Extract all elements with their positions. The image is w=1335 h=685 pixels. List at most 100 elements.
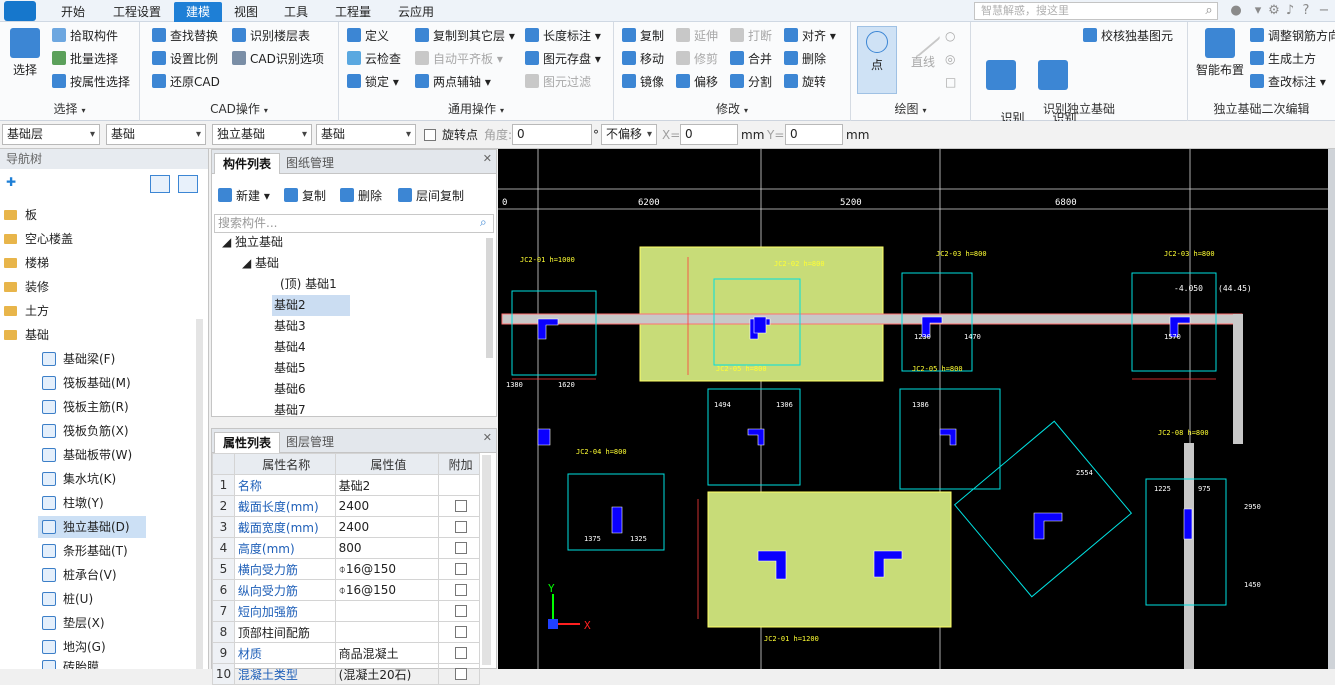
batch-select-button[interactable]: 批量选择 (52, 49, 118, 69)
check-foundation-button[interactable]: 校核独基图元 (1083, 26, 1173, 46)
draw-tool-2-icon[interactable]: ◎ (945, 52, 956, 66)
extra-checkbox[interactable] (454, 500, 467, 512)
extra-checkbox[interactable] (454, 626, 467, 638)
tab-quantities[interactable]: 工程量 (334, 5, 371, 19)
category-select[interactable]: 基础 (106, 124, 206, 145)
nav-item-column-pier[interactable]: 柱墩(Y) (42, 492, 104, 514)
move-button[interactable]: 移动 (622, 49, 664, 69)
right-toolbar[interactable] (1328, 149, 1335, 669)
mirror-button[interactable]: 镜像 (622, 72, 664, 92)
card-view-icon[interactable] (178, 175, 198, 193)
angle-input[interactable]: 0 (512, 124, 592, 145)
tab-project-settings[interactable]: 工程设置 (112, 5, 161, 19)
property-value[interactable]: 2400 (334, 516, 440, 538)
nav-item-slab-band[interactable]: 基础板带(W) (42, 444, 132, 466)
two-point-axis-button[interactable]: 两点辅轴 ▾ (415, 72, 491, 92)
type-select[interactable]: 独立基础 (212, 124, 312, 145)
search-icon[interactable]: ⌕ (1205, 3, 1213, 18)
rotate-point-checkbox[interactable] (424, 129, 436, 141)
draw-tool-1-icon[interactable]: ○ (945, 29, 956, 43)
pick-component-button[interactable]: 拾取构件 (52, 26, 118, 46)
auto-level-slab-button[interactable]: 自动平齐板 ▾ (415, 49, 503, 69)
beam[interactable] (501, 313, 1243, 325)
extra-checkbox[interactable] (454, 521, 467, 533)
beam[interactable] (1233, 314, 1243, 444)
user-chevron-icon[interactable]: ▾ (1254, 3, 1262, 18)
adjust-rebar-direction-button[interactable]: 调整钢筋方向 (1250, 26, 1335, 46)
settings-icon[interactable]: ⚙ (1268, 3, 1280, 18)
tree-item[interactable]: 基础5 (274, 361, 306, 375)
nav-item-strip-foundation[interactable]: 条形基础(T) (42, 540, 128, 562)
extra-checkbox[interactable] (454, 668, 467, 680)
property-value[interactable]: 2400 (334, 495, 440, 517)
generate-earthwork-button[interactable]: 生成土方 (1250, 49, 1316, 69)
check-label-button[interactable]: 查改标注 ▾ (1250, 72, 1326, 92)
nav-item-pile[interactable]: 桩(U) (42, 588, 93, 610)
beam[interactable] (1184, 443, 1194, 669)
tree-item[interactable]: 基础3 (274, 319, 306, 333)
select-by-attr-button[interactable]: 按属性选择 (52, 72, 130, 92)
tab-view[interactable]: 视图 (233, 5, 258, 19)
extra-checkbox[interactable] (454, 647, 467, 659)
extra-checkbox[interactable] (454, 605, 467, 617)
nav-item-raft[interactable]: 筏板基础(M) (42, 372, 131, 394)
tree-item[interactable]: 基础6 (274, 382, 306, 396)
property-scrollbar[interactable] (482, 455, 491, 665)
nav-item-raft-main-rebar[interactable]: 筏板主筋(R) (42, 396, 129, 418)
offset-select[interactable]: 不偏移 (601, 124, 657, 145)
search-icon[interactable]: ⌕ (480, 215, 487, 229)
property-value[interactable]: 800 (334, 537, 440, 559)
element-filter-button[interactable]: 图元过滤 (525, 72, 591, 92)
find-replace-button[interactable]: 查找替换 (152, 26, 218, 46)
close-icon[interactable]: ✕ (482, 431, 492, 444)
set-scale-button[interactable]: 设置比例 (152, 49, 218, 69)
property-value[interactable]: 基础2 (334, 474, 440, 496)
extra-checkbox[interactable] (454, 563, 467, 575)
component-search-input[interactable]: 搜索构件... (214, 214, 494, 233)
cad-canvas[interactable]: 6200 5200 6800 0 JC2-01 h=1000 JC2-02 h=… (498, 149, 1328, 669)
new-component-button[interactable]: 新建 ▾ (218, 186, 270, 206)
property-value[interactable]: 商品混凝土 (334, 642, 440, 664)
property-value[interactable] (334, 621, 440, 643)
pin-icon[interactable]: ✚ (6, 175, 17, 189)
property-value[interactable] (334, 600, 440, 622)
restore-cad-button[interactable]: 还原CAD (152, 72, 220, 92)
layer-select[interactable]: 基础层 (2, 124, 100, 145)
tab-property-list[interactable]: 属性列表 (214, 432, 281, 453)
tab-layer-manager[interactable]: 图层管理 (286, 435, 335, 449)
nav-folder-hollow-slab[interactable]: 空心楼盖 (4, 228, 73, 250)
nav-item-isolated-foundation[interactable]: 独立基础(D) (38, 516, 146, 538)
property-value[interactable]: ⌽16@150 (334, 558, 440, 580)
copy-button[interactable]: 复制 (622, 26, 664, 46)
save-element-button[interactable]: 图元存盘 ▾ (525, 49, 601, 69)
nav-folder-slab[interactable]: 板 (4, 204, 37, 226)
align-button[interactable]: 对齐 ▾ (784, 26, 836, 46)
nav-item-sump[interactable]: 集水坑(K) (42, 468, 116, 490)
offset-button[interactable]: 偏移 (676, 72, 718, 92)
nav-item-cushion[interactable]: 垫层(X) (42, 612, 105, 634)
tab-drawing-manager[interactable]: 图纸管理 (286, 156, 335, 170)
point-draw-button[interactable]: 点 (857, 26, 897, 94)
search-input[interactable]: 智慧解惑，搜这里 (974, 2, 1218, 20)
nav-folder-stairs[interactable]: 楼梯 (4, 252, 49, 274)
nav-item-raft-neg-rebar[interactable]: 筏板负筋(X) (42, 420, 129, 442)
tab-component-list[interactable]: 构件列表 (214, 153, 281, 174)
property-value[interactable]: (混凝土20石) (334, 663, 440, 685)
nav-item-trench[interactable]: 地沟(G) (42, 636, 106, 658)
component-select[interactable]: 基础 (316, 124, 416, 145)
app-logo-icon[interactable] (4, 1, 36, 21)
bell-icon[interactable]: ♪ (1285, 3, 1295, 18)
define-button[interactable]: 定义 (347, 26, 389, 46)
nav-scrollbar[interactable] (196, 319, 203, 669)
close-icon[interactable]: ✕ (482, 152, 492, 165)
tree-item-selected[interactable]: 基础2 (272, 295, 350, 316)
draw-tool-3-icon[interactable]: □ (945, 75, 957, 89)
trim-button[interactable]: 修剪 (676, 49, 718, 69)
select-button[interactable]: 选择 (6, 28, 44, 78)
